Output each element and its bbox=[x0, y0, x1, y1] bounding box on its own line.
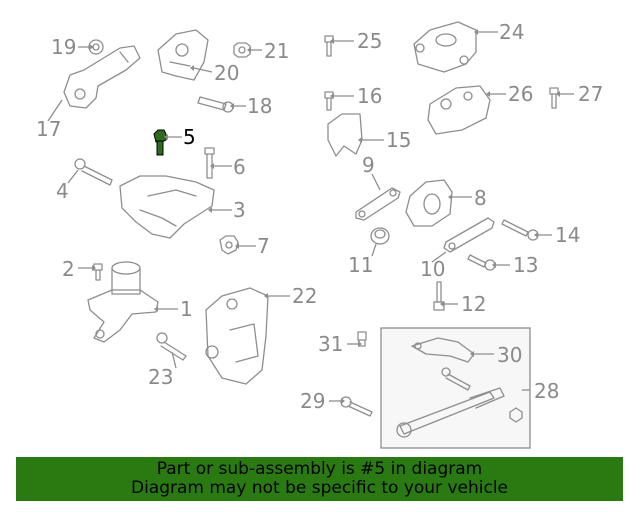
banner-line-disclaimer: Diagram may not be specific to your vehi… bbox=[130, 478, 508, 498]
callout-18: 18 bbox=[247, 94, 272, 118]
part-24-upper-mount bbox=[413, 21, 477, 73]
callout-3: 3 bbox=[233, 198, 246, 222]
part-15-bracket bbox=[327, 113, 363, 157]
part-21-nut bbox=[233, 42, 251, 58]
part-1-engine-mount bbox=[87, 261, 159, 343]
part-28-inner-bolt bbox=[441, 367, 471, 391]
callout-11: 11 bbox=[348, 253, 373, 277]
part-5-bolt bbox=[153, 129, 167, 156]
part-4-bolt bbox=[74, 158, 113, 186]
callout-24: 24 bbox=[499, 20, 524, 44]
part-26-mount-bracket bbox=[427, 85, 491, 135]
callout-15: 15 bbox=[386, 128, 411, 152]
callout-16: 16 bbox=[357, 84, 382, 108]
callout-4: 4 bbox=[56, 179, 69, 203]
callout-6: 6 bbox=[233, 155, 246, 179]
callout-14: 14 bbox=[555, 223, 580, 247]
part-10-link-bar bbox=[443, 217, 495, 253]
callout-30: 30 bbox=[497, 343, 522, 367]
callout-labels: 19 17 20 21 18 5 6 4 3 7 2 1 23 22 25 24… bbox=[36, 20, 603, 413]
callout-7: 7 bbox=[257, 234, 270, 258]
part-29-bolt bbox=[340, 396, 373, 417]
callout-10: 10 bbox=[420, 257, 445, 281]
callout-28: 28 bbox=[534, 379, 559, 403]
callout-29: 29 bbox=[300, 389, 325, 413]
callout-23: 23 bbox=[148, 365, 173, 389]
callout-2: 2 bbox=[62, 257, 75, 281]
part-25-bolt bbox=[324, 35, 334, 57]
part-12-bolt bbox=[433, 281, 445, 311]
part-18-bolt bbox=[197, 96, 234, 113]
part-11-bushing bbox=[370, 227, 390, 245]
callout-27: 27 bbox=[578, 82, 603, 106]
callout-21: 21 bbox=[264, 39, 289, 63]
callout-31: 31 bbox=[318, 332, 343, 356]
callout-1: 1 bbox=[180, 297, 193, 321]
part-13-bolt bbox=[467, 254, 496, 271]
part-3-bracket bbox=[119, 175, 215, 239]
callout-17: 17 bbox=[36, 117, 61, 141]
callout-13: 13 bbox=[513, 253, 538, 277]
callout-26: 26 bbox=[508, 82, 533, 106]
callout-22: 22 bbox=[292, 284, 317, 308]
part-17-torque-rod bbox=[63, 45, 141, 109]
part-28-assembly-box bbox=[380, 327, 531, 449]
callout-19: 19 bbox=[51, 35, 76, 59]
part-23-bolt bbox=[156, 332, 187, 361]
parts-diagram: 19 17 20 21 18 5 6 4 3 7 2 1 23 22 25 24… bbox=[36, 20, 603, 449]
part-22-bracket bbox=[205, 287, 269, 385]
callout-25: 25 bbox=[357, 29, 382, 53]
part-8-trans-mount bbox=[405, 179, 453, 227]
part-30-bracket bbox=[411, 337, 475, 363]
part-27-bolt bbox=[549, 87, 559, 109]
part-2-bolt bbox=[93, 263, 103, 281]
info-banner: Part or sub-assembly is #5 in diagram Di… bbox=[16, 457, 623, 501]
banner-line-part: Part or sub-assembly is #5 in diagram bbox=[156, 459, 483, 479]
part-7-nut bbox=[219, 235, 239, 255]
callout-5: 5 bbox=[183, 125, 196, 149]
part-9-link bbox=[355, 187, 401, 221]
part-20-bracket bbox=[157, 29, 209, 81]
callout-12: 12 bbox=[461, 292, 486, 316]
arrowheads bbox=[89, 29, 560, 404]
part-14-bolt bbox=[501, 219, 539, 241]
leader-lines bbox=[47, 31, 574, 402]
part-6-bolt bbox=[204, 147, 215, 179]
callout-9: 9 bbox=[362, 153, 375, 177]
callout-8: 8 bbox=[474, 186, 487, 210]
part-28-damper bbox=[396, 387, 523, 438]
callout-20: 20 bbox=[214, 61, 239, 85]
